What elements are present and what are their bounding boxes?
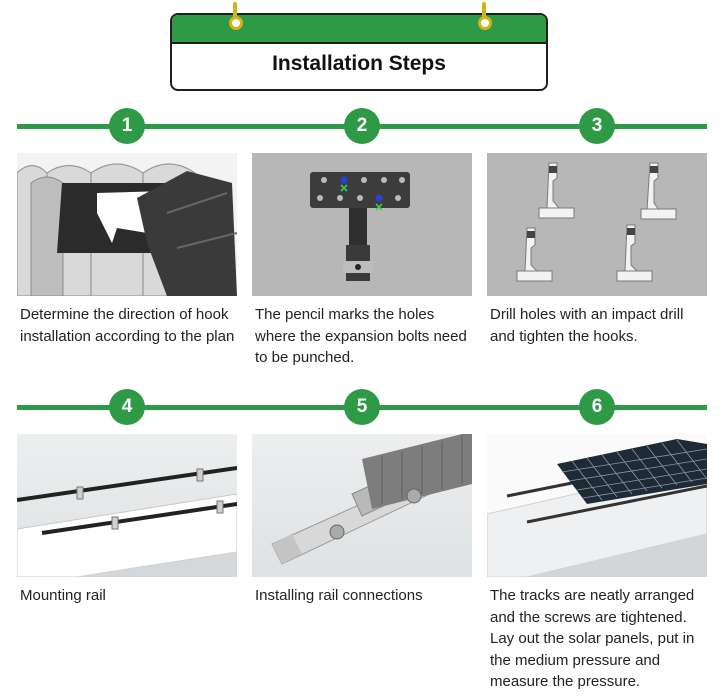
page-title: Installation Steps (272, 52, 446, 75)
step-6-image (487, 434, 707, 577)
hanging-pin-icon (477, 2, 492, 32)
step-4-image (17, 434, 237, 577)
step-number-badge: 2 (344, 108, 380, 144)
step-4-caption: Mounting rail (20, 587, 106, 604)
step-number-badge: 6 (579, 389, 615, 425)
step-number-badge: 3 (579, 108, 615, 144)
step-5-image (252, 434, 472, 577)
step-number-badge: 1 (109, 108, 145, 144)
step-2-caption: The pencil marks the holes where the exp… (255, 306, 467, 366)
step-2-image (252, 153, 472, 296)
step-3-caption: Drill holes with an impact drill and tig… (490, 306, 684, 345)
step-5-caption: Installing rail connections (255, 587, 423, 604)
step-number-badge: 4 (109, 389, 145, 425)
hanging-pin-icon (228, 2, 243, 32)
step-1-caption: Determine the direction of hook installa… (20, 306, 235, 345)
step-1-image (17, 153, 237, 296)
step-3-image (487, 153, 707, 296)
step-6-caption: The tracks are neatly arranged and the s… (490, 587, 695, 690)
step-number-badge: 5 (344, 389, 380, 425)
